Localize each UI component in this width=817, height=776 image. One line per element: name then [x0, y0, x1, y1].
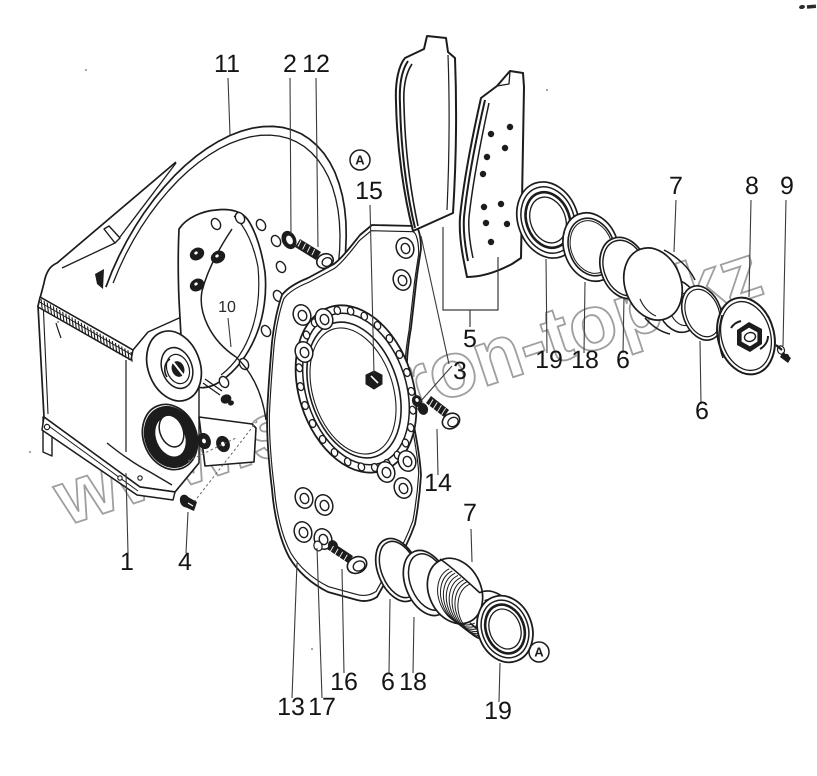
svg-text:6: 6: [616, 346, 630, 374]
svg-text:2: 2: [283, 50, 297, 78]
svg-text:16: 16: [330, 668, 358, 696]
svg-text:A: A: [355, 153, 365, 168]
svg-text:11: 11: [214, 50, 240, 78]
svg-text:15: 15: [355, 177, 383, 205]
svg-text:3: 3: [453, 357, 467, 385]
svg-text:6: 6: [695, 397, 709, 425]
svg-text:12: 12: [302, 50, 330, 78]
svg-text:10: 10: [218, 299, 236, 316]
svg-text:4: 4: [178, 548, 192, 576]
svg-text:1: 1: [120, 548, 134, 576]
svg-text:18: 18: [399, 668, 427, 696]
svg-text:17: 17: [308, 693, 336, 721]
svg-text:18: 18: [571, 346, 599, 374]
svg-text:8: 8: [745, 172, 759, 200]
svg-text:A: A: [534, 645, 544, 660]
svg-text:7: 7: [463, 499, 477, 527]
svg-text:14: 14: [424, 469, 452, 497]
svg-text:7: 7: [669, 172, 683, 200]
svg-text:13: 13: [277, 693, 305, 721]
svg-text:5: 5: [463, 325, 477, 353]
svg-text:9: 9: [780, 172, 794, 200]
svg-text:6: 6: [381, 668, 395, 696]
svg-text:19: 19: [484, 697, 512, 725]
svg-text:19: 19: [535, 346, 563, 374]
